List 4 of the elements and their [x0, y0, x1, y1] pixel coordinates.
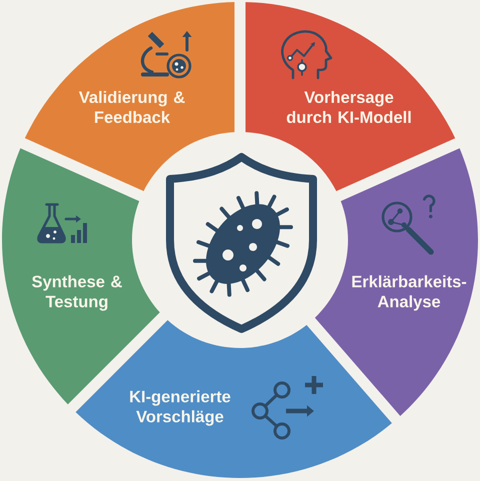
ring-segment: Erklärbarkeits- Analyse	[314, 148, 478, 416]
ring-segment: KI-generierte Vorschläge	[76, 320, 392, 478]
ring-segment: Vorhersage durch KI-Modell	[246, 2, 456, 192]
ring-segment: Validierung & Feedback	[24, 2, 234, 192]
